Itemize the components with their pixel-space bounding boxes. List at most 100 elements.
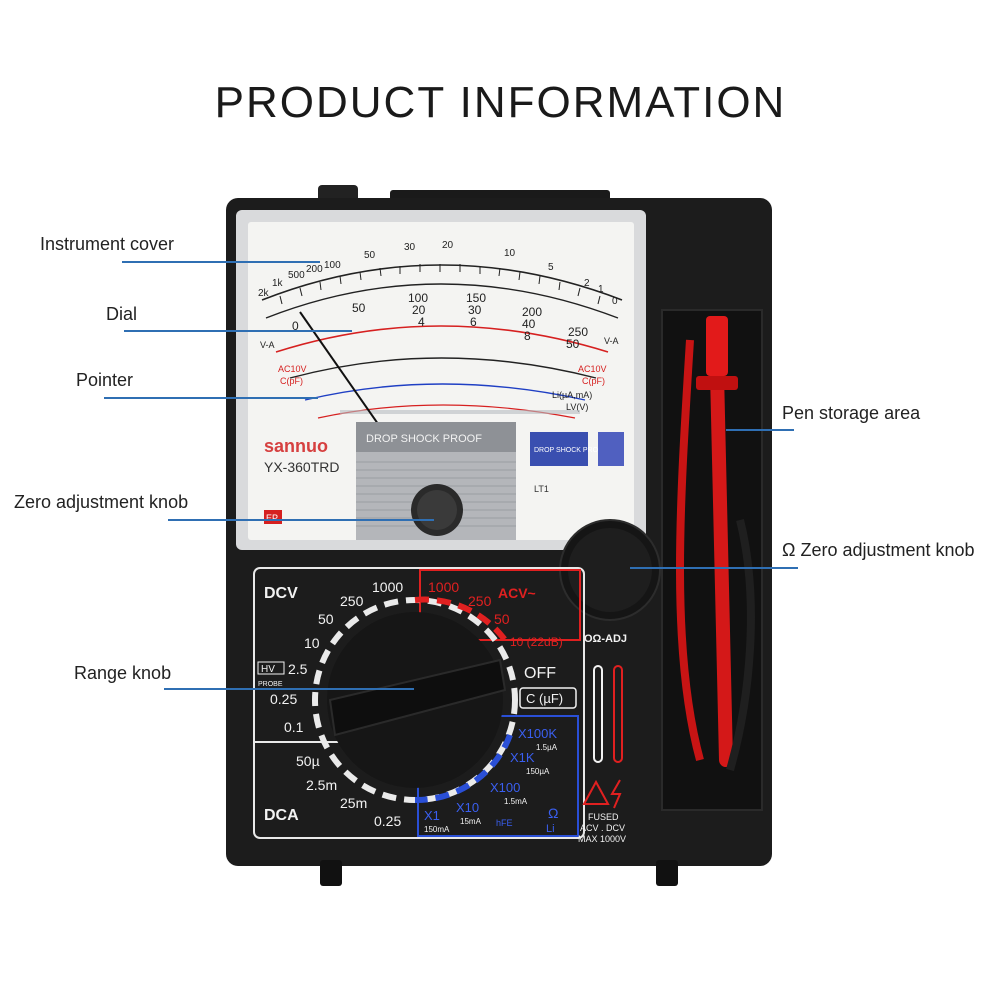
ac10v-left: AC10V	[278, 364, 307, 374]
ohm-range-labels: X100K 1.5µA X1K 150µA X100 1.5mA X10 15m…	[424, 726, 558, 835]
cap-label: C (µF)	[526, 691, 563, 706]
ohm-tick-7: 20	[442, 240, 454, 251]
callout-line-range-knob	[164, 688, 414, 690]
dcv-tick-2: 100	[408, 291, 428, 305]
ohm-tick-4: 100	[324, 260, 341, 271]
badge-text: DROP SHOCK PROOF	[534, 447, 608, 454]
foot-left	[320, 860, 342, 886]
lightning-icon	[610, 779, 622, 809]
ohm-scale-labels: 2k 1k 500 200 100 50 30 20 10 5 2 1 0	[258, 240, 618, 307]
dcv-range-0.25: 0.25	[270, 691, 297, 707]
com-jack	[593, 665, 603, 763]
range-ring-red	[414, 596, 508, 642]
selector-panel	[253, 567, 585, 839]
dcv-tick-1: 50	[352, 301, 366, 315]
foot-right	[656, 860, 678, 886]
dcv-tick-3: 150	[466, 291, 486, 305]
hv-box	[257, 661, 285, 675]
ohm-range-x100-sub: 1.5mA	[504, 797, 528, 806]
red-probe-guard	[696, 376, 738, 390]
dcv-label: DCV	[264, 585, 298, 602]
acv-dcv-label: ACV . DCV	[580, 823, 625, 833]
cert-badge	[598, 432, 624, 466]
red-test-lead	[709, 323, 733, 767]
lv-label: LV(V)	[566, 402, 588, 412]
dcv-range-50: 50	[318, 611, 334, 627]
scale-right-va: V-A	[604, 336, 619, 346]
ohm-range-x1k: X1K	[510, 750, 535, 765]
dca-range-labels: 50µ 2.5m 25m 0.25 DCA	[264, 753, 401, 829]
dcv3-tick-2: 4	[418, 315, 425, 329]
callout-pen-storage: Pen storage area	[782, 403, 921, 423]
ohm-tick-8: 10	[504, 248, 516, 259]
hfe-label: hFE	[496, 818, 513, 828]
dcv-range-labels: DCV 1000 250 50 10 2.5 0.25 0.1	[264, 579, 403, 735]
dcv-scale-arc	[265, 283, 619, 319]
dcv-range-1000: 1000	[372, 579, 403, 595]
acv-range-250: 250	[468, 593, 492, 609]
dca-range-25m: 25m	[340, 795, 367, 811]
ohm-tick-9: 5	[548, 262, 554, 273]
callout-line-pointer	[104, 397, 318, 399]
ohm-range-x1: X1	[424, 808, 440, 823]
pos-jack	[613, 665, 623, 763]
dca-range-0.25: 0.25	[374, 813, 401, 829]
li-sel-label: Li	[546, 823, 555, 835]
callout-range-knob: Range knob	[74, 663, 172, 683]
model-number: YX-360TRD	[264, 459, 339, 475]
c-right: C(pF)	[582, 376, 605, 386]
ohm-range-x1-sub: 150mA	[424, 825, 450, 834]
off-label: OFF	[524, 665, 556, 682]
callout-line-instrument-cover	[122, 261, 320, 263]
callout-ohm-zero-adjust: Ω Zero adjustment knob	[782, 540, 975, 560]
ohm-tick-6: 30	[404, 242, 416, 253]
lt1-label: LT1	[534, 484, 549, 494]
callout-dial: Dial	[106, 304, 138, 324]
ohm-tick-0: 2k	[258, 288, 270, 299]
li-label: Li(µA,mA)	[552, 390, 592, 400]
ac10v-right: AC10V	[578, 364, 607, 374]
ohm-range-x100k: X100K	[518, 726, 557, 741]
scale-side-labels: V-A V-A AC10V AC10V C(pF) C(pF) Li(µA,mA…	[260, 336, 619, 412]
shock-text: DROP SHOCK PROOF	[366, 433, 482, 445]
scale-ticks	[279, 264, 601, 305]
dca-range-2.5m: 2.5m	[306, 777, 337, 793]
mirror-strip	[340, 410, 580, 414]
red-probe-tip	[706, 316, 728, 376]
ohm-tick-11: 1	[598, 284, 604, 295]
dca-label: DCA	[264, 807, 299, 824]
ohm-range-x10: X10	[456, 800, 479, 815]
range-knob-handle	[328, 658, 507, 737]
max-voltage-label: MAX 1000V	[578, 834, 626, 844]
ohm-range-x1k-sub: 150µA	[526, 767, 550, 776]
acv-section-border	[419, 569, 581, 641]
dcv2-tick-2: 20	[412, 303, 426, 317]
li-scale-arc	[304, 383, 586, 401]
dcv3-tick-3: 6	[470, 315, 477, 329]
zero-adjust-knob-inner	[417, 490, 457, 530]
page-title: PRODUCT INFORMATION	[214, 78, 787, 127]
callout-instrument-cover: Instrument cover	[40, 234, 175, 254]
callout-line-ohm-zero-adjust	[630, 567, 798, 569]
c-left: C(pF)	[280, 376, 303, 386]
dcv-range-2.5: 2.5	[288, 661, 308, 677]
ohm-tick-12: 0	[612, 296, 618, 307]
ep-text: EP	[266, 513, 278, 523]
ohm-range-x10-sub: 15mA	[460, 817, 482, 826]
dcv-tick-0: 0	[292, 319, 299, 333]
acv-range-50: 50	[494, 611, 510, 627]
ohm-tick-10: 2	[584, 278, 590, 289]
adj-label: OΩ-ADJ	[584, 633, 627, 645]
acv-range-1000: 1000	[428, 579, 459, 595]
c-scale-arc	[289, 357, 597, 379]
cap-box	[519, 687, 577, 709]
ohm-range-x100k-sub: 1.5µA	[536, 743, 558, 752]
warning-icon	[582, 779, 610, 805]
black-lead-cable	[726, 519, 755, 772]
dcv2-tick-5: 50	[566, 337, 580, 351]
drop-shock-badge	[530, 432, 588, 466]
shock-band	[356, 422, 516, 452]
dcv-scale-labels: 0 50 100 150 200 250 20 30 40 50 4 6 8	[292, 291, 588, 351]
hv-label: HV	[261, 664, 275, 675]
